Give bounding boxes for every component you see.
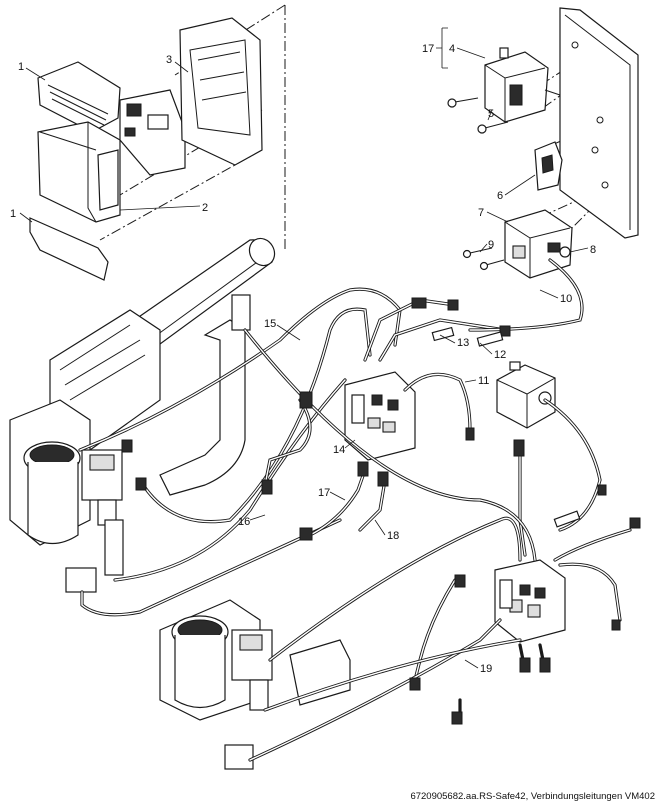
callout-3: 3 — [166, 54, 172, 66]
ignition-transformer — [484, 47, 561, 123]
connection-pcb-upper — [344, 371, 416, 461]
clip-bracket — [534, 141, 563, 191]
connection-pcb-lower — [494, 559, 566, 643]
callout-1-bottom: 1 — [10, 208, 16, 220]
callout-5: 5 — [488, 108, 494, 120]
callout-13: 13 — [457, 337, 469, 349]
callout-16: 16 — [238, 516, 250, 528]
callout-2: 2 — [202, 202, 208, 214]
control-housing-assembly — [29, 17, 263, 281]
callout-4: 4 — [449, 43, 455, 55]
servomotor — [504, 209, 573, 279]
callout-12: 12 — [494, 349, 506, 361]
callout-6: 6 — [497, 190, 503, 202]
burner-assembly-main — [9, 294, 342, 617]
callout-8: 8 — [590, 244, 596, 256]
figure-caption: 6720905682.aa.RS-Safe42, Verbindungsleit… — [410, 791, 655, 802]
burner-tube — [119, 237, 276, 356]
callout-7: 7 — [478, 207, 484, 219]
cable-bundle — [78, 258, 632, 762]
leader-lines — [19, 27, 589, 669]
callout-19: 19 — [480, 663, 492, 675]
screw — [447, 97, 509, 134]
cover-top — [37, 61, 121, 133]
connectors — [121, 297, 641, 725]
cover-bottom — [29, 217, 109, 281]
callout-17-top: 17 — [422, 43, 434, 55]
air-pressure-switch — [496, 361, 556, 429]
callout-14: 14 — [333, 444, 345, 456]
callout-18: 18 — [387, 530, 399, 542]
callout-labels: 1 1 2 3 17 4 5 6 7 8 9 10 11 12 13 14 15… — [10, 43, 596, 675]
screw-small — [462, 247, 505, 271]
callout-17-mid: 17 — [318, 487, 330, 499]
callout-11: 11 — [478, 375, 489, 387]
callout-9: 9 — [488, 239, 494, 251]
wall-bracket — [559, 7, 639, 239]
mounting-frame — [179, 17, 263, 166]
callout-10: 10 — [560, 293, 572, 305]
callout-1-top: 1 — [18, 61, 24, 73]
burner-assembly-lower — [159, 599, 351, 770]
callout-15: 15 — [264, 318, 276, 330]
